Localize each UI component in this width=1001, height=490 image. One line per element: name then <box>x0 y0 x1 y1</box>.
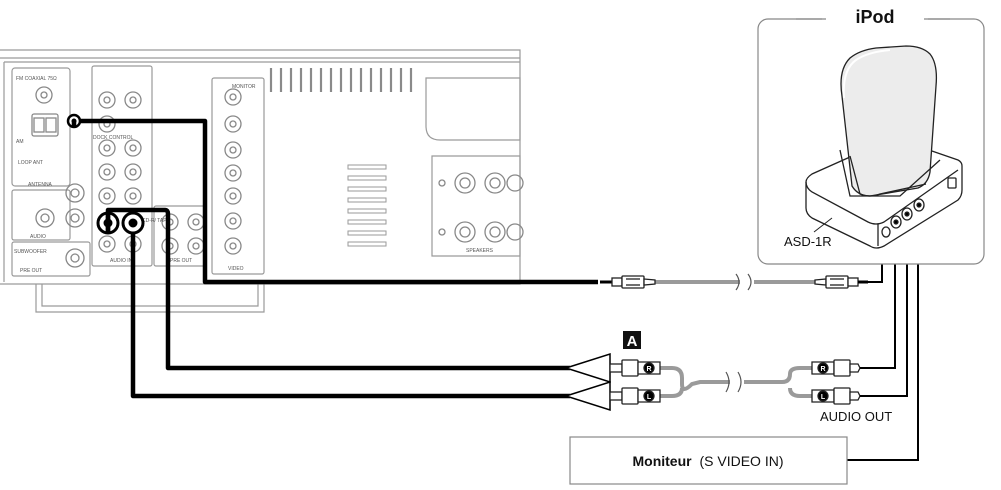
fm-coax-label: FM COAXIAL 75Ω <box>16 76 57 82</box>
rca-plug-left-b: L <box>811 387 861 405</box>
monitor-input: (S VIDEO IN) <box>699 453 783 469</box>
audio-left-cable-receiver <box>130 233 570 399</box>
rca-plug-left-a: L <box>609 387 661 405</box>
cd-tape-label: CD-R/ TAPE <box>142 218 171 224</box>
ipod-dock <box>805 45 963 249</box>
arrow-right-channel <box>563 352 611 384</box>
audio-out-label: AUDIO OUT <box>820 409 892 424</box>
rca-plug-right-a: R <box>609 359 661 377</box>
rca-mark-r-right: R <box>820 366 825 373</box>
subwoofer-label: SUBWOOFER <box>14 249 47 255</box>
rca-mark-r-left: R <box>646 366 651 373</box>
svg-text:Moniteur (S VIDEO IN): Moniteur (S VIDEO IN) <box>632 453 783 469</box>
audio-label: AUDIO <box>30 234 46 240</box>
marker-a-label: A <box>627 333 638 350</box>
pre-out-label-2: PRE OUT <box>170 258 192 264</box>
receiver-jacks <box>31 86 524 268</box>
rca-stereo-cable <box>660 366 812 398</box>
monitor-name: Moniteur <box>632 453 692 469</box>
rca-mark-l-right: L <box>821 394 826 401</box>
receiver-rear-panel <box>0 49 521 313</box>
dock-callout-line <box>813 217 833 233</box>
audio-in-label: AUDIO IN <box>110 258 133 264</box>
dock-control-label: DOCK CONTROL <box>93 135 134 141</box>
arrow-left-channel <box>563 380 611 412</box>
am-label: AM <box>16 139 24 145</box>
ipod-title: iPod <box>856 7 895 27</box>
monitor-box: Moniteur (S VIDEO IN) <box>569 436 848 485</box>
antenna-label: ANTENNA <box>28 182 53 188</box>
loop-ant-label: LOOP ANT <box>18 160 43 166</box>
dock-control-cable <box>71 118 598 285</box>
rca-mark-l-left: L <box>647 394 652 401</box>
receiver-labels: FM COAXIAL 75Ω AM LOOP ANT ANTENNA AUDIO… <box>14 76 494 274</box>
audio-right-cable-receiver <box>105 207 570 371</box>
signal-arrows <box>563 352 611 412</box>
rca-plug-right-b: R <box>811 359 861 377</box>
dock-control-plug-left <box>600 275 656 289</box>
video-label: VIDEO <box>228 266 244 272</box>
dock-control-plug-right <box>814 275 868 289</box>
pre-out-label: PRE OUT <box>20 268 42 274</box>
monitor-jack-label: MONITOR <box>232 84 256 90</box>
speakers-label: SPEAKERS <box>466 248 494 254</box>
dock-model-label: ASD-1R <box>784 234 832 249</box>
marker-a: A <box>623 331 641 350</box>
